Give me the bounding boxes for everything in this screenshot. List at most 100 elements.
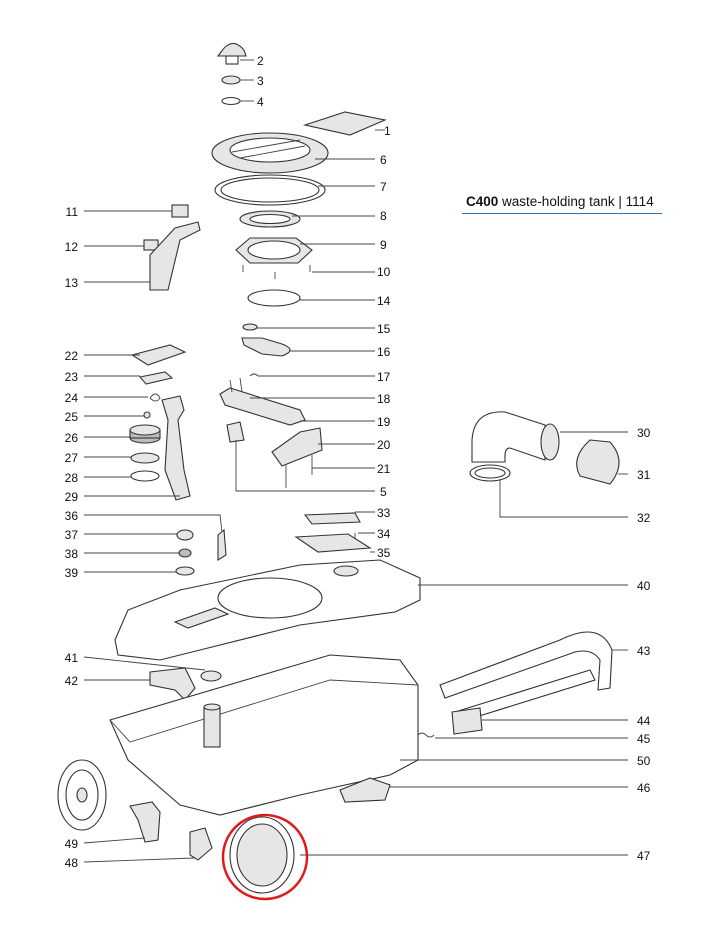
callout-43: 43 xyxy=(637,644,651,658)
callout-30: 30 xyxy=(637,426,651,440)
callout-48: 48 xyxy=(64,856,78,870)
part-43-handle xyxy=(439,631,613,723)
part-27-disc xyxy=(130,452,160,464)
part-42-valve xyxy=(149,667,196,701)
part-28-disc xyxy=(130,470,160,482)
callout-41: 41 xyxy=(64,651,78,665)
part-24-spring xyxy=(149,393,161,402)
callout-33: 33 xyxy=(377,506,391,520)
callout-15: 15 xyxy=(377,322,391,336)
callout-10: 10 xyxy=(377,265,391,279)
callout-14: 14 xyxy=(377,294,391,308)
callout-16: 16 xyxy=(377,345,391,359)
part-14-disc xyxy=(247,289,301,307)
callout-11: 11 xyxy=(65,205,78,219)
part-50-tank xyxy=(109,654,419,816)
part-11-clip xyxy=(171,204,189,218)
callout-3: 3 xyxy=(257,74,264,88)
part-4-seal xyxy=(221,96,241,106)
part-20-guide xyxy=(271,427,323,467)
callout-13: 13 xyxy=(64,276,78,290)
part-45-spring xyxy=(417,732,435,738)
callout-35: 35 xyxy=(377,546,391,560)
highlight-circle xyxy=(221,813,309,901)
callout-7: 7 xyxy=(380,180,387,194)
part-49-bracket xyxy=(129,801,161,843)
part-15-washer xyxy=(242,323,258,331)
callout-21: 21 xyxy=(377,462,391,476)
callout-24: 24 xyxy=(64,391,78,405)
part-16-valve-arm xyxy=(241,337,291,357)
callout-2: 2 xyxy=(257,54,264,68)
callout-27: 27 xyxy=(64,451,78,465)
part-3-ring xyxy=(221,75,241,85)
title-model: C400 xyxy=(466,194,499,209)
callout-39: 39 xyxy=(64,566,78,580)
part-23-plate xyxy=(138,371,174,385)
callout-6: 6 xyxy=(380,153,387,167)
callout-22: 22 xyxy=(64,349,78,363)
callout-29: 29 xyxy=(64,490,78,504)
part-31-cap xyxy=(576,439,620,485)
part-25-screw xyxy=(143,411,151,419)
part-39-base xyxy=(175,566,195,576)
callout-37: 37 xyxy=(64,528,78,542)
part-30-elbow xyxy=(471,411,560,463)
part-48-latch xyxy=(189,827,213,861)
callout-49: 49 xyxy=(64,837,78,851)
part-46-foot xyxy=(339,777,391,803)
callout-25: 25 xyxy=(64,410,78,424)
callout-46: 46 xyxy=(637,781,651,795)
callout-23: 23 xyxy=(64,370,78,384)
part-40-housing xyxy=(114,559,421,661)
callout-26: 26 xyxy=(64,431,78,445)
title-name: waste-holding tank xyxy=(502,194,615,209)
diagram-title: C400 waste-holding tank | 1114 xyxy=(466,194,654,209)
part-22-cover xyxy=(130,344,187,366)
callout-1: 1 xyxy=(384,124,391,138)
part-13-handle xyxy=(149,221,201,291)
callout-4: 4 xyxy=(257,95,264,109)
callout-28: 28 xyxy=(64,471,78,485)
part-17-clip xyxy=(249,373,259,377)
title-code: 1114 xyxy=(625,194,654,209)
part-2-knob xyxy=(216,42,247,65)
callout-31: 31 xyxy=(637,468,651,482)
part-19-lever xyxy=(219,377,306,443)
part-29-rod xyxy=(161,395,191,501)
part-6-flange xyxy=(211,132,329,174)
part-26-cap xyxy=(129,424,161,444)
callout-9: 9 xyxy=(380,238,387,252)
title-underline xyxy=(462,213,662,214)
callout-50: 50 xyxy=(637,754,651,768)
part-35-bracket xyxy=(294,533,372,553)
callout-18: 18 xyxy=(377,392,391,406)
title-separator: | xyxy=(618,194,622,209)
part-38-spring xyxy=(178,548,192,558)
part-47-cap xyxy=(229,816,295,894)
callout-36: 36 xyxy=(64,509,78,523)
callout-17: 17 xyxy=(377,370,391,384)
part-37-button xyxy=(176,529,194,541)
part-49-wheel xyxy=(57,759,107,831)
callout-32: 32 xyxy=(637,511,651,525)
callout-20: 20 xyxy=(377,438,391,452)
part-36-clip xyxy=(217,528,227,561)
callout-12: 12 xyxy=(64,240,78,254)
part-10-screws xyxy=(242,265,311,279)
callout-34: 34 xyxy=(377,527,391,541)
leader-lines xyxy=(83,59,628,863)
callout-8: 8 xyxy=(380,209,387,223)
callout-47: 47 xyxy=(637,849,651,863)
callout-45: 45 xyxy=(637,732,651,746)
part-32-ring xyxy=(469,464,511,482)
callout-40: 40 xyxy=(637,579,651,593)
callout-5: 5 xyxy=(380,485,387,499)
callout-19: 19 xyxy=(377,415,391,429)
part-41-seal xyxy=(200,670,222,682)
part-44-catch xyxy=(451,707,483,735)
part-9-frame xyxy=(235,237,313,264)
callout-44: 44 xyxy=(637,714,651,728)
part-7-ring xyxy=(214,174,326,206)
